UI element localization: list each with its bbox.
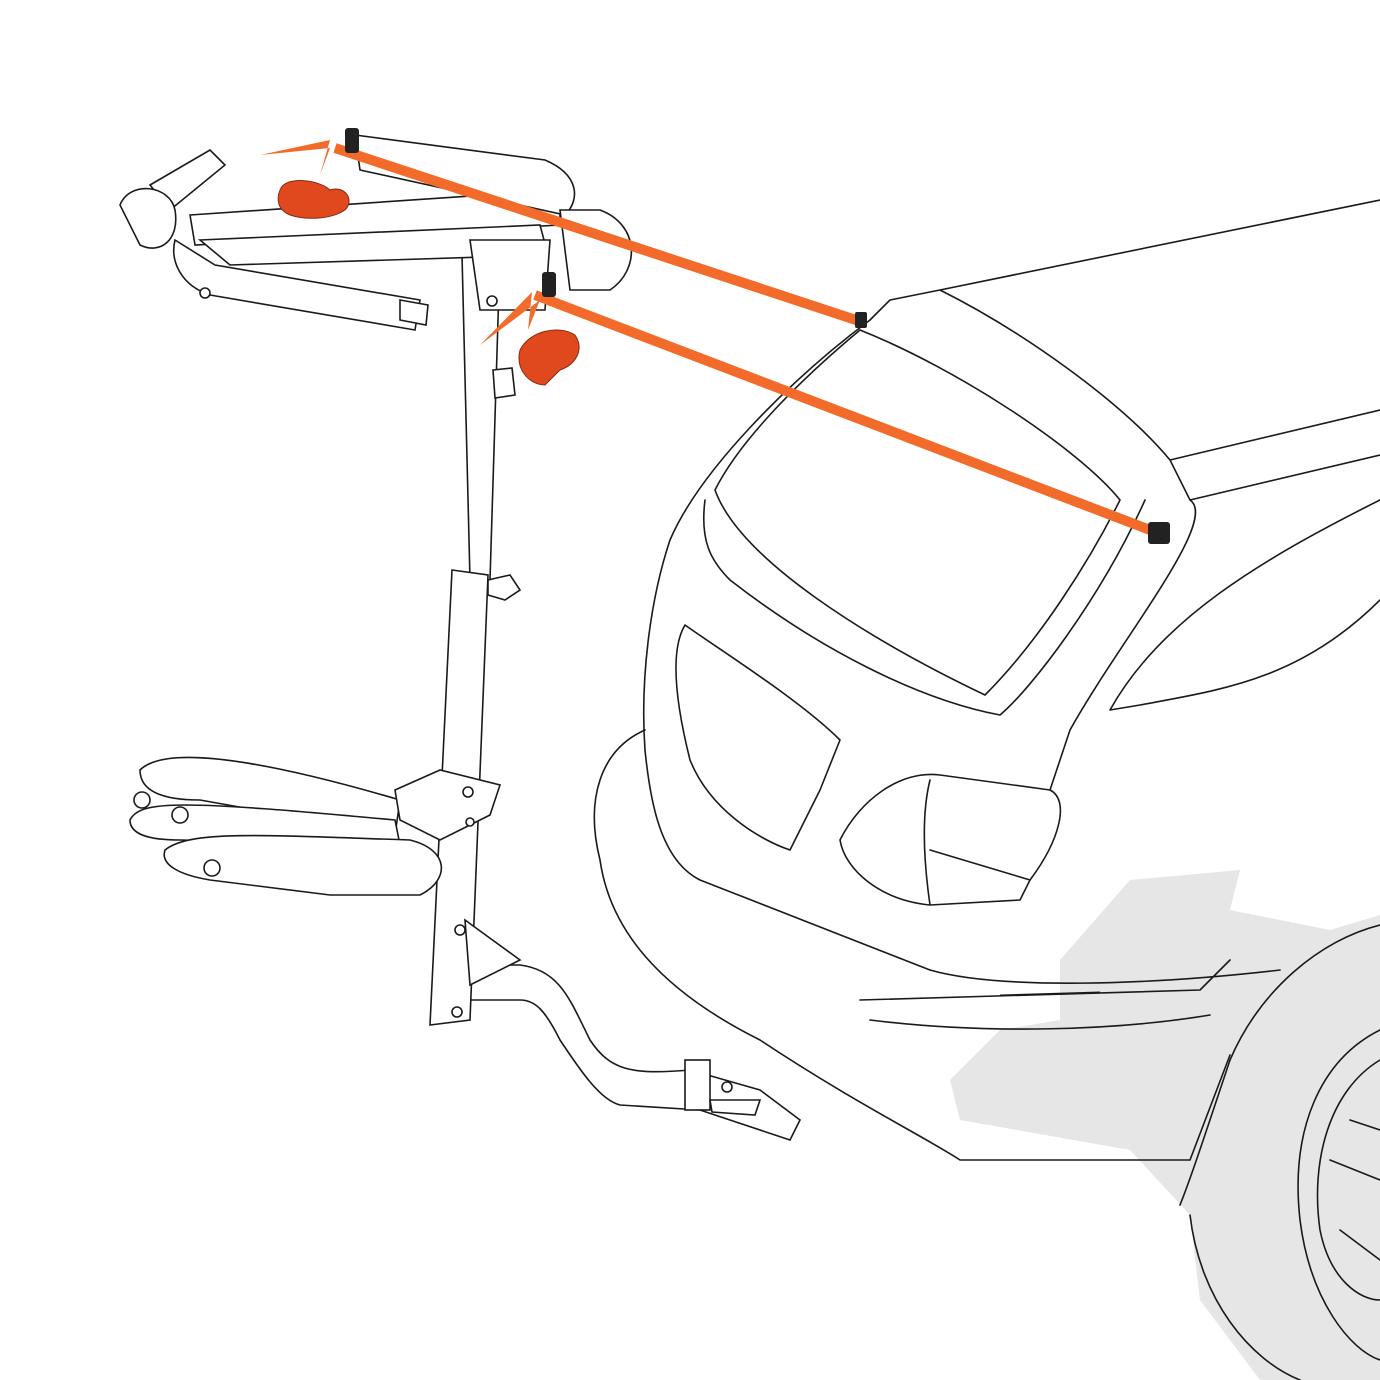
rear-window <box>714 329 1121 696</box>
upper-strap-coil <box>277 180 350 219</box>
car-shadow <box>950 870 1380 1380</box>
lower-strap-coil <box>518 329 580 386</box>
suv-vehicle <box>593 199 1380 1380</box>
tie-down-straps <box>260 128 1170 544</box>
rear-wheel <box>1316 1059 1380 1301</box>
upper-strap <box>333 143 864 327</box>
lower-hook-icon <box>1148 522 1170 544</box>
tail-light <box>839 773 1062 906</box>
side-window <box>1109 499 1380 711</box>
lower-buckle-icon <box>542 272 556 297</box>
plate-recess <box>675 624 841 851</box>
tailgate <box>642 319 1146 971</box>
bumper <box>593 729 1281 1206</box>
lower-strap-tail <box>480 292 540 345</box>
rear-wheel-arch <box>1189 924 1380 1380</box>
lower-strap <box>533 290 1152 535</box>
rack-mast <box>429 254 522 1026</box>
lower-kayak-cradle <box>129 756 502 896</box>
upper-strap-tail <box>260 140 330 175</box>
body-crease <box>999 991 1101 996</box>
hitch-receiver <box>464 964 802 1141</box>
car-roof <box>869 199 1380 791</box>
upper-hook-icon <box>855 312 867 328</box>
upper-buckle-icon <box>345 128 359 153</box>
